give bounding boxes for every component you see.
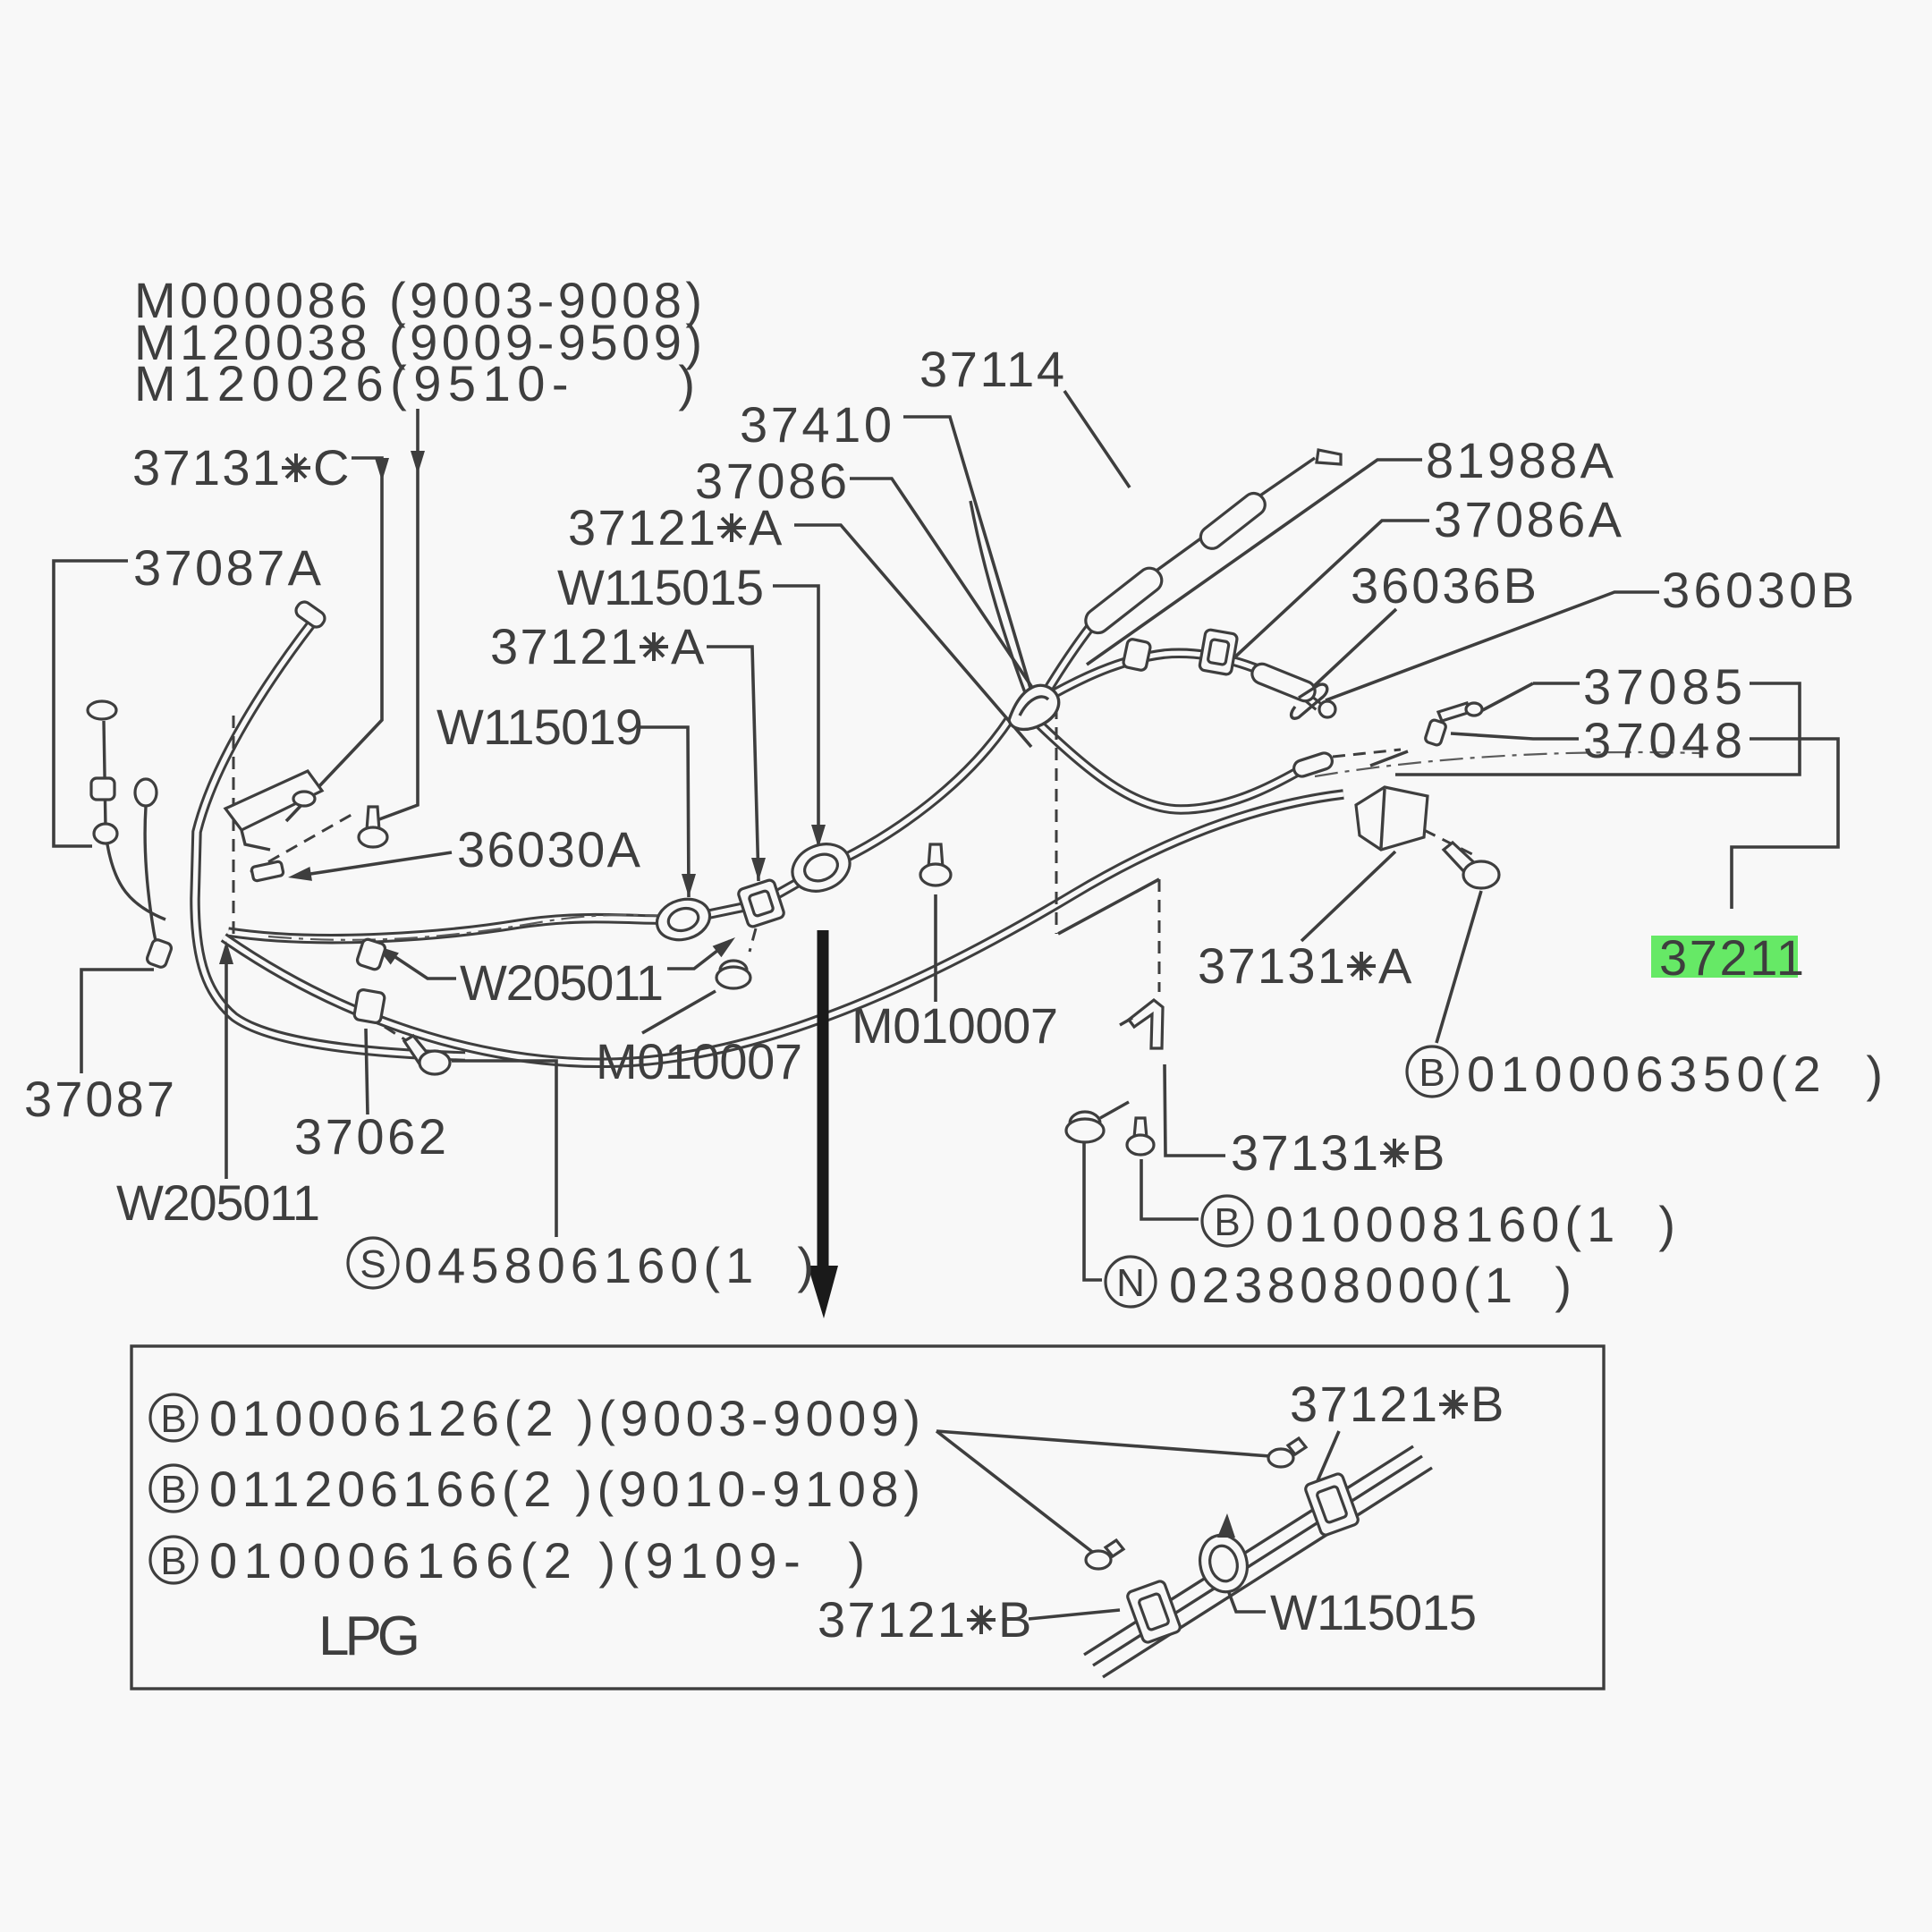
- svg-text:010008160(1 ): 010008160(1 ): [1266, 1196, 1675, 1252]
- svg-text:37121: 37121: [818, 1591, 965, 1648]
- svg-text:37062: 37062: [294, 1108, 446, 1165]
- svg-text:B: B: [1411, 1124, 1445, 1181]
- svg-text:37410: 37410: [740, 396, 892, 453]
- svg-text:A: A: [671, 618, 705, 674]
- svg-text:A: A: [749, 499, 783, 555]
- svg-text:B: B: [998, 1591, 1031, 1648]
- svg-text:B: B: [160, 1468, 186, 1512]
- svg-text:C: C: [313, 439, 349, 496]
- svg-text:36030A: 36030A: [457, 821, 641, 877]
- svg-text:A: A: [1378, 937, 1412, 994]
- svg-text:37121: 37121: [568, 499, 716, 555]
- svg-text:37211: 37211: [1659, 929, 1804, 986]
- svg-text:81988A: 81988A: [1426, 432, 1614, 488]
- svg-text:W115019: W115019: [436, 699, 643, 755]
- svg-text:011206166(2 )(9010-9108): 011206166(2 )(9010-9108): [209, 1461, 920, 1517]
- svg-text:37121: 37121: [490, 618, 638, 674]
- svg-text:W205011: W205011: [116, 1174, 320, 1231]
- svg-text:B: B: [160, 1539, 186, 1583]
- svg-text:37086A: 37086A: [1434, 491, 1623, 547]
- svg-text:37085: 37085: [1583, 658, 1742, 715]
- svg-text:37121: 37121: [1290, 1376, 1437, 1432]
- svg-text:37087: 37087: [24, 1071, 174, 1127]
- svg-text:W115015: W115015: [557, 559, 764, 615]
- svg-text:B: B: [1419, 1051, 1445, 1095]
- svg-text:36030B: 36030B: [1662, 562, 1854, 618]
- svg-text:37131: 37131: [132, 439, 280, 496]
- svg-text:B: B: [1214, 1200, 1240, 1244]
- svg-text:W205011: W205011: [460, 954, 664, 1011]
- svg-text:S: S: [360, 1242, 386, 1286]
- svg-text:010006126(2 )(9003-9009): 010006126(2 )(9003-9009): [209, 1390, 920, 1446]
- svg-text:M120026(9510- ): M120026(9510- ): [134, 355, 695, 411]
- svg-text:LPG: LPG: [318, 1606, 420, 1667]
- svg-text:B: B: [1470, 1376, 1504, 1432]
- svg-text:010006350(2 ): 010006350(2 ): [1467, 1046, 1883, 1102]
- svg-text:M120038 (9009-9509): M120038 (9009-9509): [134, 314, 702, 370]
- svg-text:37114: 37114: [919, 341, 1064, 397]
- svg-text:M010007: M010007: [852, 997, 1058, 1054]
- svg-text:37048: 37048: [1583, 712, 1742, 768]
- svg-text:B: B: [160, 1397, 186, 1441]
- svg-text:37131: 37131: [1198, 937, 1345, 994]
- svg-text:023808000(1 ): 023808000(1 ): [1169, 1257, 1572, 1313]
- svg-text:N: N: [1116, 1261, 1145, 1305]
- svg-text:M010007: M010007: [596, 1033, 802, 1089]
- svg-text:W115015: W115015: [1270, 1584, 1477, 1640]
- svg-text:37087A: 37087A: [133, 539, 322, 596]
- svg-text:37131: 37131: [1231, 1124, 1378, 1181]
- svg-text:045806160(1 ): 045806160(1 ): [404, 1237, 814, 1293]
- svg-text:37086: 37086: [695, 453, 847, 509]
- svg-text:M000086 (9003-9008): M000086 (9003-9008): [134, 272, 702, 328]
- svg-text:36036B: 36036B: [1351, 557, 1537, 614]
